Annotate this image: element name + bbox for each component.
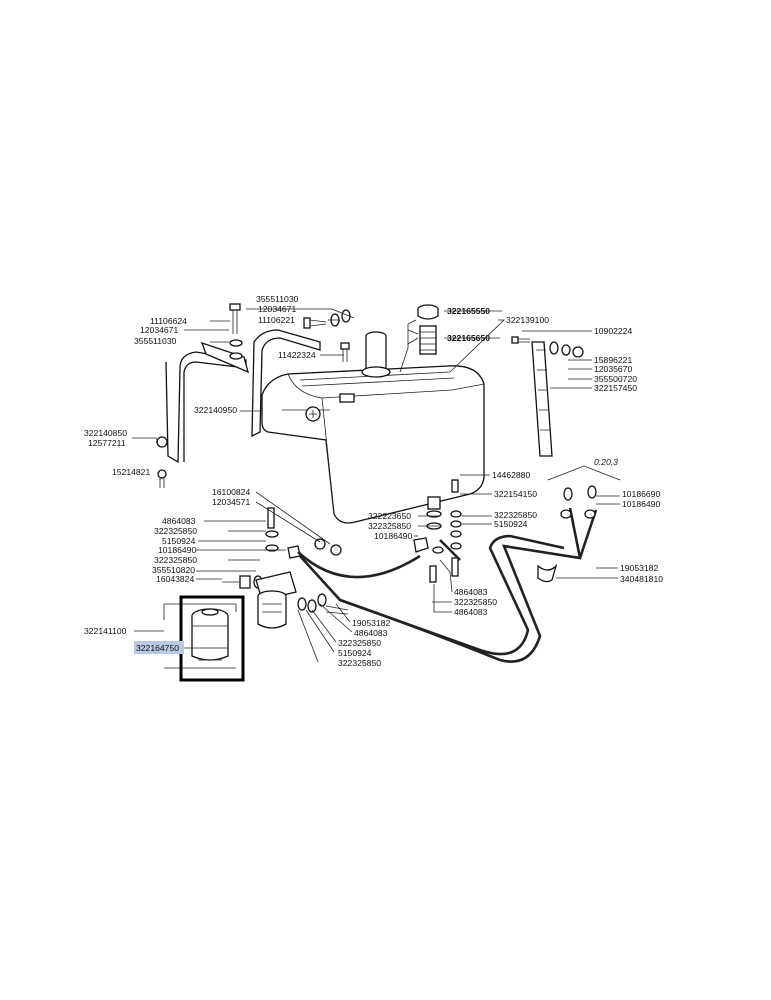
drain-plug-assembly: [426, 496, 442, 530]
filler-neck: [361, 331, 391, 378]
label-10186690: 10186690: [622, 489, 660, 499]
fuel-lines: [297, 507, 598, 663]
label-16100824: 16100824: [212, 487, 250, 497]
label-340481810: 340481810: [620, 574, 663, 584]
bolt-10902224: [511, 336, 530, 344]
filter-cartridge: [191, 608, 229, 661]
washers-left-strap: [229, 339, 243, 360]
label-355511030-left: 355511030: [134, 336, 177, 346]
bolt-11106624: [229, 303, 241, 334]
label-355511030-top: 355511030: [256, 294, 299, 304]
label-322325850-low2: 322325850: [338, 658, 381, 668]
leader-lines: [132, 308, 620, 663]
label-4864083-mid2: 4864083: [454, 607, 488, 617]
label-355500720: 355500720: [594, 374, 637, 384]
label-12035670: 12035670: [594, 364, 632, 374]
label-322325850-left: 322325850: [154, 526, 197, 536]
label-10186490-right: 10186490: [622, 499, 660, 509]
label-322139100: 322139100: [506, 315, 549, 325]
label-322140950: 322140950: [194, 405, 237, 415]
filter-highlight-box: [179, 595, 245, 682]
label-15896221: 15896221: [594, 355, 632, 365]
washers-guard: [549, 341, 584, 358]
label-11106221: 11106221: [258, 315, 295, 325]
label-10186490-mid: 10186490: [374, 531, 412, 541]
label-322164750: 322164750: [136, 643, 179, 653]
label-19053182-right: 19053182: [620, 563, 658, 573]
label-12034671-left: 12034671: [140, 325, 178, 335]
label-5150924-low: 5150924: [338, 648, 372, 658]
label-322325850-mid2: 322325850: [454, 597, 497, 607]
label-16043824: 16043824: [156, 574, 194, 584]
fuel-tank: [261, 365, 485, 524]
label-5150924-mr: 5150924: [494, 519, 528, 529]
label-11106624: 11106624: [150, 316, 187, 326]
nut-12577211: [156, 436, 168, 448]
filler-cap: [417, 304, 439, 355]
label-10902224: 10902224: [594, 326, 632, 336]
label-0203: 0.20.3: [594, 457, 618, 467]
stud-14462880: [451, 479, 459, 493]
label-12577211: 12577211: [88, 438, 126, 448]
label-4864083-left: 4864083: [162, 516, 196, 526]
bolt-11106221: [303, 317, 327, 329]
filter-bowl: [257, 590, 287, 629]
tank-strap-right: [251, 329, 321, 438]
label-12034671-top: 12034671: [258, 304, 296, 314]
label-19053182-low: 19053182: [352, 618, 390, 628]
label-5150924-left: 5150924: [162, 536, 196, 546]
label-12034571: 12034571: [212, 497, 250, 507]
banjo-fittings: [413, 510, 462, 583]
bolt-11422324: [340, 342, 350, 362]
label-322223650: 322223650: [368, 511, 411, 521]
label-322325850-low: 322325850: [338, 638, 381, 648]
bolt-15214821: [157, 469, 167, 488]
label-355510820: 355510820: [152, 565, 195, 575]
label-14462880: 14462880: [492, 470, 530, 480]
label-322325850-mid: 322325850: [368, 521, 411, 531]
label-11422324: 11422324: [278, 350, 316, 360]
part-number-highlight: [134, 641, 184, 654]
label-4864083-low: 4864083: [354, 628, 388, 638]
label-322157450: 322157450: [594, 383, 637, 393]
label-322154150: 322154150: [494, 489, 537, 499]
label-322140850: 322140850: [84, 428, 127, 438]
label-322141100: 322141100: [84, 626, 127, 636]
label-322325850-mr: 322325850: [494, 510, 537, 520]
label-15214821: 15214821: [112, 467, 150, 477]
label-10186490-left: 10186490: [158, 545, 196, 555]
inset-0203: [547, 465, 621, 519]
label-4864083-mid: 4864083: [454, 587, 488, 597]
label-322325850-left2: 322325850: [154, 555, 197, 565]
tank-strap-left: [165, 341, 249, 464]
guard-bar: [531, 341, 553, 457]
grommet-340481810: [537, 563, 558, 583]
label-322165650: 322165650: [447, 333, 490, 343]
label-322165550: 322165550: [447, 306, 490, 316]
part-labels: 355511030 12034671 11106221 11106624 120…: [84, 294, 663, 668]
